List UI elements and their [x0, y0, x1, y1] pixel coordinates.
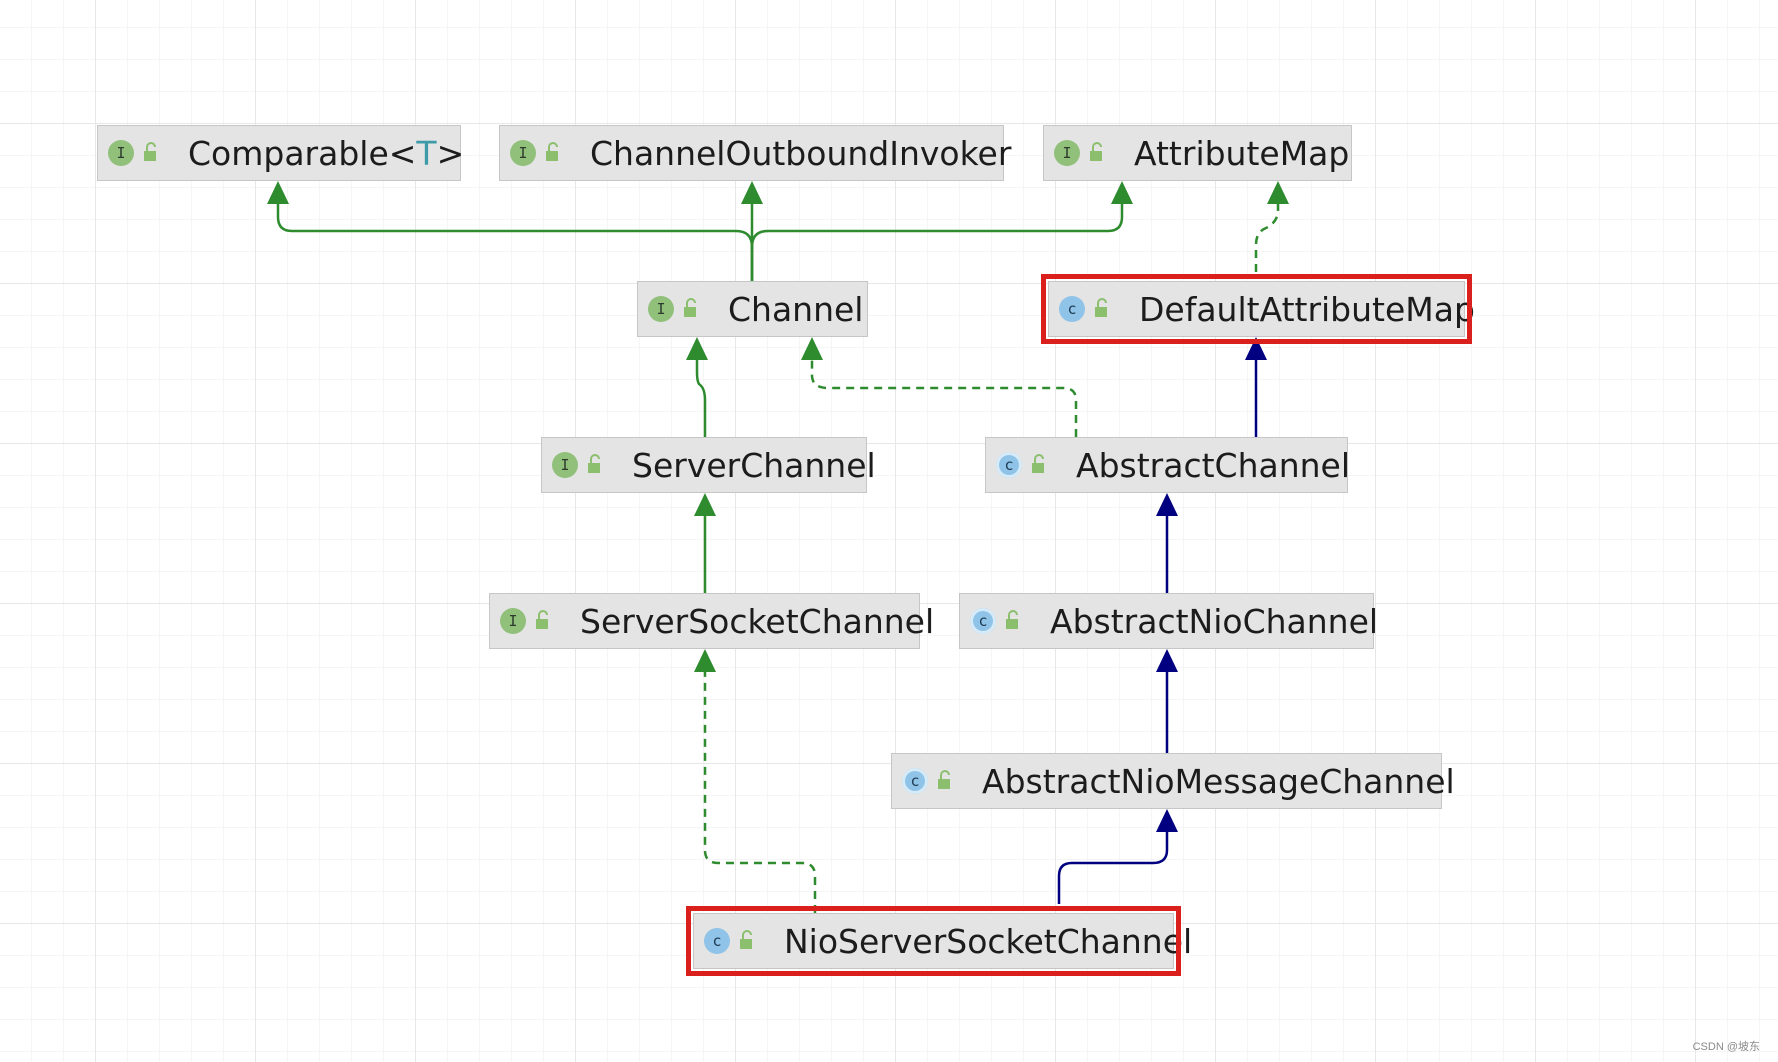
edge-arrowhead	[1245, 337, 1267, 360]
node-channel-outbound-invoker[interactable]: I ChannelOutboundInvoker	[499, 125, 1011, 181]
interface-icon: I	[648, 296, 674, 322]
node-label: ServerChannel	[632, 445, 876, 485]
node-label: ServerSocketChannel	[580, 601, 935, 641]
node-label: ChannelOutboundInvoker	[590, 133, 1012, 173]
public-lock-icon	[684, 298, 696, 317]
node-label: Comparable<T>	[188, 133, 465, 173]
node-label: Channel	[728, 289, 864, 329]
node-label: AbstractChannel	[1076, 445, 1351, 485]
node-label: NioServerSocketChannel	[784, 921, 1193, 961]
edge-arrowhead	[686, 337, 708, 360]
abstract-class-icon: c	[902, 768, 928, 794]
public-lock-icon	[588, 454, 600, 473]
edge-arrowhead	[694, 649, 716, 672]
abstract-class-icon: c	[970, 608, 996, 634]
node-label: AttributeMap	[1134, 133, 1350, 173]
public-lock-icon	[1095, 298, 1107, 317]
edge-line	[1057, 832, 1169, 904]
interface-icon: I	[552, 452, 578, 478]
interface-icon: I	[500, 608, 526, 634]
node-comparable[interactable]: I Comparable<T>	[97, 125, 465, 181]
edge-abstract-nio-channel-to-abstract-channel	[1156, 493, 1178, 593]
node-label: AbstractNioMessageChannel	[982, 761, 1455, 801]
edge-arrowhead	[1267, 181, 1289, 204]
edge-nio-server-socket-channel-to-server-socket-channel	[694, 649, 817, 913]
edge-channel-to-comparable	[267, 181, 754, 281]
edge-abstract-nio-message-channel-to-abstract-nio-channel	[1156, 649, 1178, 753]
edge-abstract-channel-to-default-attribute-map	[1245, 337, 1267, 437]
node-server-socket-channel[interactable]: I ServerSocketChannel	[489, 593, 934, 649]
public-lock-icon	[740, 930, 752, 949]
interface-icon: I	[1054, 140, 1080, 166]
node-label: DefaultAttributeMap	[1139, 289, 1475, 329]
edge-line	[810, 360, 1078, 437]
edge-arrowhead	[267, 181, 289, 204]
node-abstract-channel[interactable]: c AbstractChannel	[985, 437, 1351, 493]
public-lock-icon	[1090, 142, 1102, 161]
edge-arrowhead	[1156, 809, 1178, 832]
node-server-channel[interactable]: I ServerChannel	[541, 437, 876, 493]
edge-abstract-channel-to-channel	[801, 337, 1078, 437]
edge-server-socket-channel-to-server-channel	[694, 493, 716, 593]
edge-arrowhead	[741, 181, 763, 204]
node-label: AbstractNioChannel	[1050, 601, 1379, 641]
public-lock-icon	[1032, 454, 1044, 473]
node-default-attribute-map[interactable]: c DefaultAttributeMap	[1041, 274, 1475, 344]
interface-icon: I	[510, 140, 536, 166]
public-lock-icon	[536, 610, 548, 629]
interface-icon: I	[108, 140, 134, 166]
edge-line	[703, 672, 817, 913]
node-abstract-nio-message-channel[interactable]: c AbstractNioMessageChannel	[891, 753, 1455, 809]
watermark: CSDN @坡东	[1692, 1041, 1760, 1053]
edge-nio-server-socket-channel-to-abstract-nio-message-channel	[1057, 809, 1178, 904]
edge-line	[1254, 204, 1280, 272]
public-lock-icon	[938, 770, 950, 789]
edge-arrowhead	[1156, 649, 1178, 672]
public-lock-icon	[1006, 610, 1018, 629]
class-icon: c	[704, 928, 730, 954]
edge-line	[695, 360, 707, 437]
edge-line	[750, 204, 1124, 281]
edge-channel-to-attribute-map	[750, 181, 1133, 281]
public-lock-icon	[144, 142, 156, 161]
edge-server-channel-to-channel	[686, 337, 708, 437]
abstract-class-icon: c	[996, 452, 1022, 478]
node-attribute-map[interactable]: I AttributeMap	[1043, 125, 1352, 181]
edge-arrowhead	[1111, 181, 1133, 204]
edge-line	[276, 204, 754, 281]
edge-arrowhead	[1156, 493, 1178, 516]
edge-channel-to-channel-outbound-invoker	[741, 181, 763, 281]
node-abstract-nio-channel[interactable]: c AbstractNioChannel	[959, 593, 1378, 649]
edge-arrowhead	[801, 337, 823, 360]
edge-arrowhead	[694, 493, 716, 516]
node-nio-server-socket-channel[interactable]: c NioServerSocketChannel	[686, 906, 1192, 976]
edge-default-attribute-map-to-attribute-map	[1254, 181, 1289, 272]
class-icon: c	[1059, 296, 1085, 322]
public-lock-icon	[546, 142, 558, 161]
node-channel[interactable]: I Channel	[637, 281, 868, 337]
